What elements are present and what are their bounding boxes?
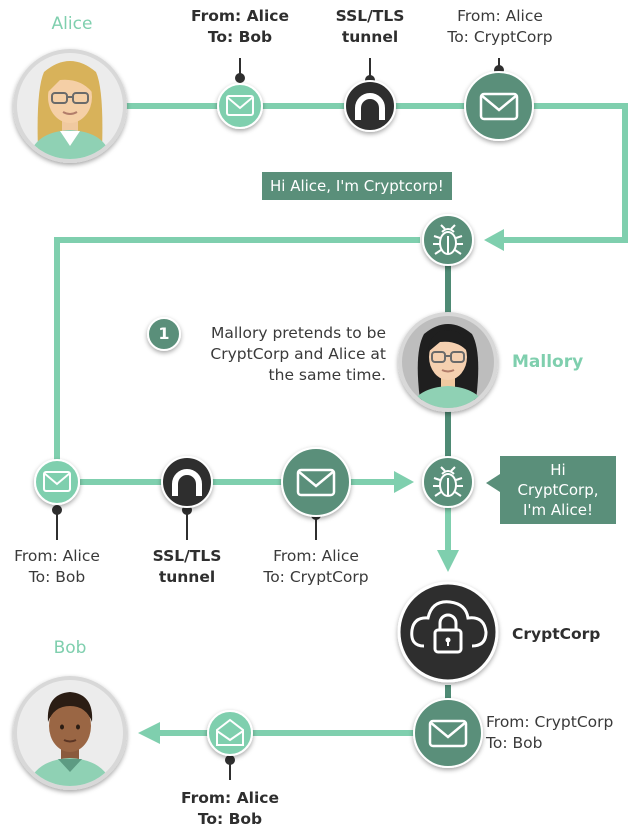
flow-lines xyxy=(54,103,628,744)
mallory-name: Mallory xyxy=(512,352,584,372)
middle-tunnel-label: SSL/TLS tunnel xyxy=(137,546,237,588)
bubble-middle-pointer xyxy=(486,474,500,492)
bottom-bob-label: From: Alice To: Bob xyxy=(170,788,290,830)
top-label-3: From: Alice To: CryptCorp xyxy=(435,6,565,48)
bottom-open-envelope xyxy=(207,710,253,756)
middle-envelope-large xyxy=(281,447,351,517)
arrow-left-to-mallory-top xyxy=(484,229,504,251)
note-number-badge xyxy=(147,317,181,351)
note-text: Mallory pretends to be CryptCorp and Ali… xyxy=(186,323,386,386)
bubble-middle-line-1: Hi CryptCorp, xyxy=(517,461,599,499)
top-envelope-small xyxy=(217,83,263,129)
bubble-middle-line-2: I'm Alice! xyxy=(522,501,593,519)
middle-label-1: From: Alice To: Bob xyxy=(2,546,112,588)
top-envelope-large xyxy=(464,71,534,141)
bottom-cryptcorp-label-line-2: To: Bob xyxy=(486,734,543,752)
top-tunnel-label-line-1: SSL/TLS xyxy=(335,7,405,25)
alice-avatar xyxy=(13,49,127,163)
note-number: 1 xyxy=(158,324,170,343)
mallory-avatar xyxy=(398,312,498,412)
top-tunnel-label: SSL/TLS tunnel xyxy=(320,6,420,48)
bubble-top: Hi Alice, I'm Cryptcorp! xyxy=(262,172,452,200)
middle-tunnel-label-line-2: tunnel xyxy=(158,568,216,586)
arrow-left-to-bob xyxy=(138,722,160,744)
top-label-1-line-2: To: Bob xyxy=(207,28,273,46)
cryptcorp-cloud-lock-node xyxy=(397,581,499,683)
mallory-bug-bottom xyxy=(422,456,474,508)
middle-label-1-line-1: From: Alice xyxy=(14,547,100,565)
note-line-1: Mallory pretends to be xyxy=(211,324,386,342)
alice-name: Alice xyxy=(51,14,93,34)
arrow-down-to-cryptcorp xyxy=(437,550,459,572)
bottom-bob-label-line-1: From: Alice xyxy=(181,789,279,807)
top-tunnel-node xyxy=(344,80,396,132)
bottom-cryptcorp-label: From: CryptCorp To: Bob xyxy=(486,712,628,754)
arrow-right-to-mallory-bottom xyxy=(394,471,414,493)
cryptcorp-name: CryptCorp xyxy=(512,625,601,643)
note-line-3: the same time. xyxy=(268,366,386,384)
top-label-3-line-1: From: Alice xyxy=(457,7,543,25)
bob-name: Bob xyxy=(53,638,87,658)
top-label-1-line-1: From: Alice xyxy=(191,7,289,25)
middle-label-3-line-2: To: CryptCorp xyxy=(263,568,369,586)
middle-tunnel-label-line-1: SSL/TLS xyxy=(152,547,222,565)
middle-tunnel-node xyxy=(161,456,213,508)
middle-label-1-line-2: To: Bob xyxy=(28,568,86,586)
mallory-bug-top xyxy=(422,214,474,266)
note-line-2: CryptCorp and Alice at xyxy=(210,345,386,363)
top-tunnel-label-line-2: tunnel xyxy=(341,28,399,46)
bottom-envelope-large xyxy=(413,698,483,768)
middle-envelope-small xyxy=(34,459,80,505)
middle-label-3: From: Alice To: CryptCorp xyxy=(251,546,381,588)
bottom-bob-label-line-2: To: Bob xyxy=(197,810,263,828)
top-label-1: From: Alice To: Bob xyxy=(175,6,305,48)
bubble-middle: Hi CryptCorp, I'm Alice! xyxy=(500,456,616,524)
bottom-cryptcorp-label-line-1: From: CryptCorp xyxy=(486,713,614,731)
middle-label-3-line-1: From: Alice xyxy=(273,547,359,565)
bob-avatar xyxy=(13,676,127,790)
top-label-3-line-2: To: CryptCorp xyxy=(447,28,553,46)
